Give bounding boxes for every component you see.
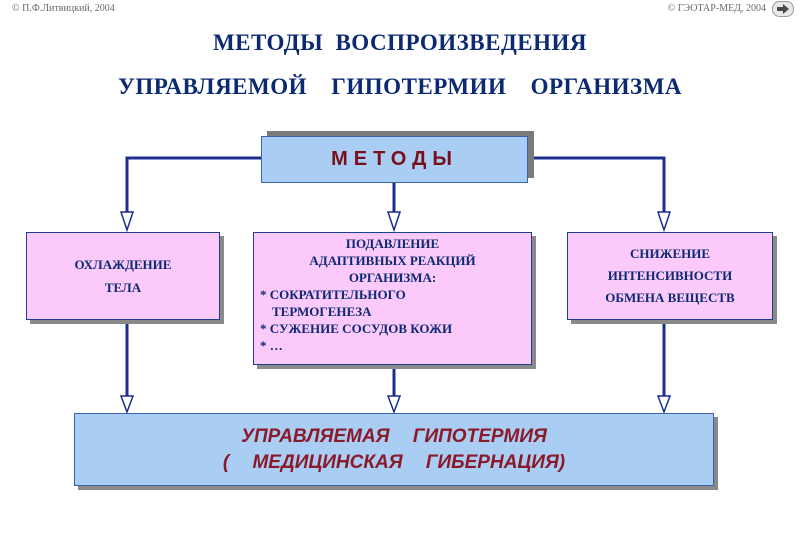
suppression-heading-1: ПОДАВЛЕНИЕ — [345, 236, 440, 251]
arrowhead-icon — [386, 211, 402, 233]
suppression-item-1-cont: ТЕРМОГЕНЕЗА — [272, 304, 372, 319]
arrowhead-icon — [656, 395, 672, 415]
suppression-box: ПОДАВЛЕНИЕ АДАПТИВНЫХ РЕАКЦИЙ ОРГАНИЗМА:… — [253, 232, 532, 365]
arrowhead-icon — [386, 395, 402, 415]
reduction-line-2: ИНТЕНСИВНОСТИ — [607, 268, 733, 283]
connector-methods-to-reduction — [528, 156, 666, 212]
page-title-line-1: МЕТОДЫ ВОСПРОИЗВЕДЕНИЯ — [212, 30, 588, 55]
arrow-right-icon[interactable] — [772, 1, 794, 17]
suppression-heading-3: ОРГАНИЗМА: — [348, 270, 437, 285]
cooling-line-1: ОХЛАЖДЕНИЕ — [74, 257, 172, 272]
arrowhead-icon — [119, 395, 135, 415]
copyright-left: © П.Ф.Литвицкий, 2004 — [12, 3, 115, 14]
suppression-item-1: * СОКРАТИТЕЛЬНОГО — [260, 287, 406, 302]
page-title-line-2: УПРАВЛЯЕМОЙ ГИПОТЕРМИИ ОРГАНИЗМА — [117, 74, 683, 99]
arrowhead-icon — [656, 211, 672, 233]
reduction-line-1: СНИЖЕНИЕ — [629, 246, 711, 261]
suppression-item-3: * … — [260, 338, 283, 353]
result-line-1: УПРАВЛЯЕМАЯ ГИПОТЕРМИЯ — [241, 425, 547, 447]
result-line-2: ( МЕДИЦИНСКАЯ ГИБЕРНАЦИЯ) — [222, 451, 566, 473]
copyright-right: © ГЭОТАР-МЕД, 2004 — [667, 3, 766, 14]
reduction-line-3: ОБМЕНА ВЕЩЕСТВ — [605, 290, 735, 305]
methods-label: МЕТОДЫ — [331, 148, 458, 170]
reduction-box: СНИЖЕНИЕ ИНТЕНСИВНОСТИ ОБМЕНА ВЕЩЕСТВ — [567, 232, 773, 320]
arrowhead-icon — [119, 211, 135, 233]
cooling-box: ОХЛАЖДЕНИЕ ТЕЛА — [26, 232, 220, 320]
suppression-item-2: * СУЖЕНИЕ СОСУДОВ КОЖИ — [260, 321, 453, 336]
result-box: УПРАВЛЯЕМАЯ ГИПОТЕРМИЯ ( МЕДИЦИНСКАЯ ГИБ… — [74, 413, 714, 486]
methods-box: МЕТОДЫ — [261, 136, 528, 183]
cooling-line-2: ТЕЛА — [104, 280, 142, 295]
connector-methods-to-cooling — [125, 156, 261, 212]
suppression-heading-2: АДАПТИВНЫХ РЕАКЦИЙ — [309, 253, 476, 268]
